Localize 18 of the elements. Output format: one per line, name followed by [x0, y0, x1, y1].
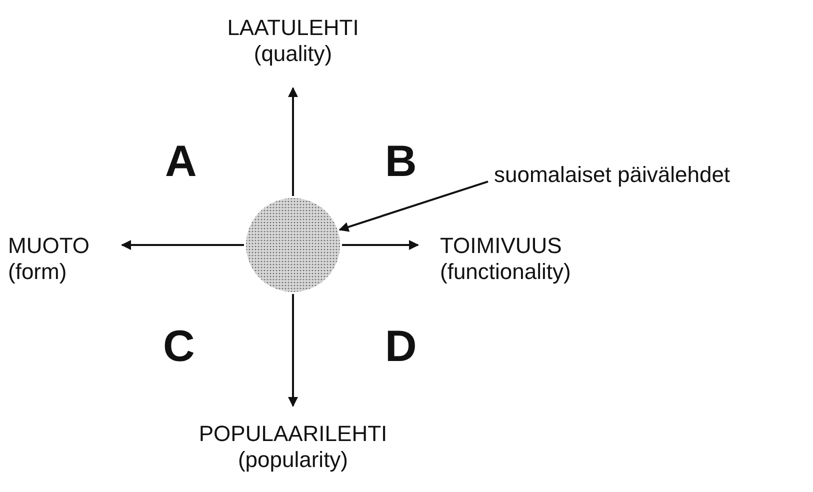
translation-label: (popularity) [238, 447, 348, 473]
arrow [288, 294, 298, 407]
axis-label: suomalaiset päivälehdet [494, 162, 730, 188]
translation-label: (quality) [254, 41, 332, 67]
quadrant-letter: C [163, 325, 195, 369]
arrow [288, 87, 298, 196]
axis-label: MUOTO [8, 233, 90, 259]
quadrant-letter: A [165, 140, 197, 184]
arrow [342, 240, 419, 250]
axis-label: TOIMIVUUS [440, 233, 562, 259]
arrow [121, 240, 244, 250]
axis-label: LAATULEHTI [227, 15, 359, 41]
translation-label: (functionality) [440, 259, 571, 285]
translation-label: (form) [8, 259, 67, 285]
arrow [338, 180, 488, 232]
quadrant-letter: D [385, 325, 417, 369]
quadrant-letter: B [385, 140, 417, 184]
axis-label: POPULAARILEHTI [198, 421, 388, 447]
